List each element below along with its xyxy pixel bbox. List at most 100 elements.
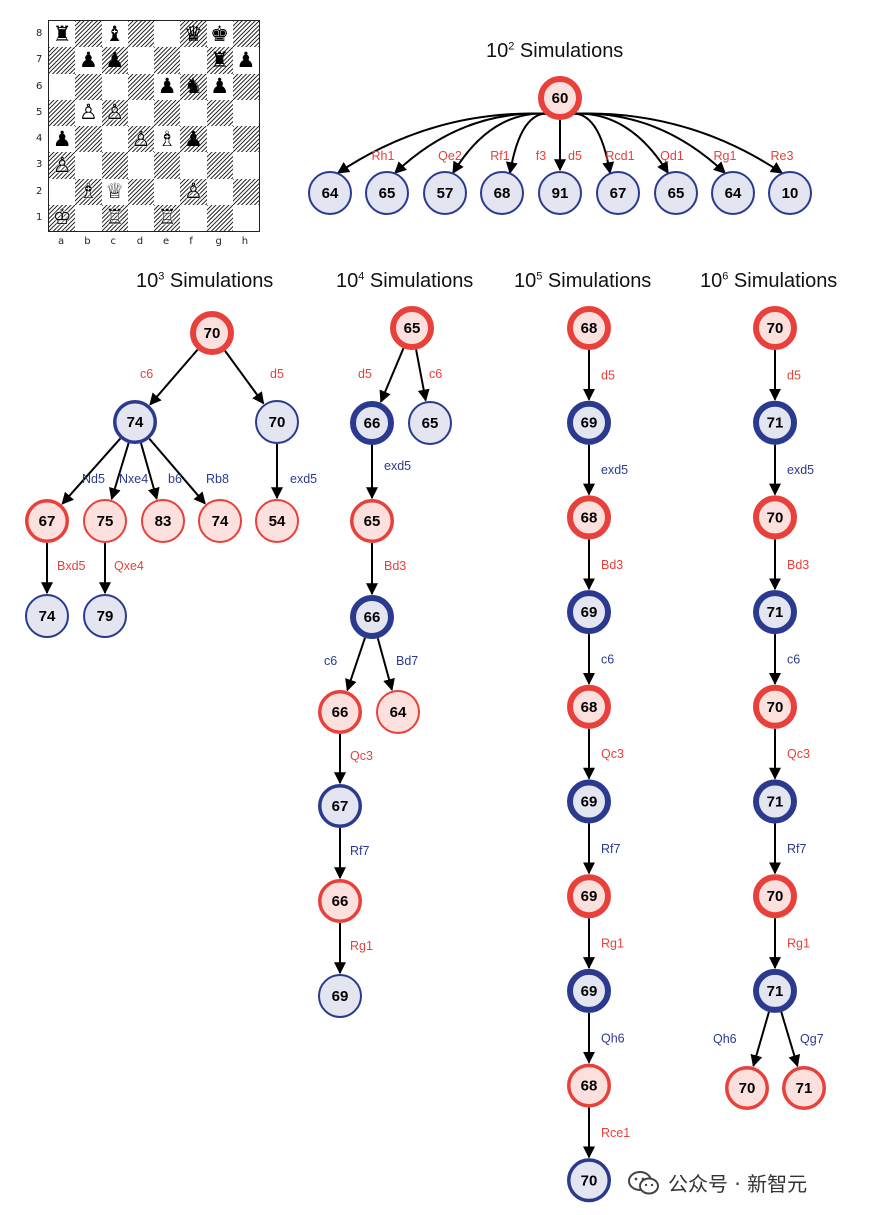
t3-edge-Nxe4: [109, 442, 130, 501]
t2-node-5-value: 67: [610, 185, 627, 202]
square-h6: [232, 73, 259, 100]
t3-edge-d5: [224, 350, 265, 405]
t6-node-6: 71: [753, 968, 797, 1013]
title-10-5-simulations: 105 Simulations: [514, 270, 652, 292]
square-c7: [101, 47, 128, 74]
t5-move-0: d5: [601, 368, 615, 382]
t3-node-exd5: 54: [255, 499, 299, 543]
t6-leaf-0: 70: [725, 1066, 769, 1110]
piece-g8: ♚: [210, 21, 230, 46]
t4-node-c6: 65: [408, 401, 452, 445]
t5-move-2: Bd3: [601, 558, 623, 572]
t5-move-8: Rce1: [601, 1126, 630, 1140]
rank-label-1: 1: [36, 211, 43, 223]
t2-node-8: 10: [768, 171, 812, 215]
t3-node-d5-circle: [255, 400, 299, 444]
t4-node-rf7: 66: [318, 879, 362, 923]
t2-node-8-circle: [768, 171, 812, 215]
square-d4: [127, 126, 154, 153]
t5-move-5: Rf7: [601, 842, 621, 856]
t4-node-exd5-circle: [350, 499, 394, 543]
t5-move-3: c6: [601, 652, 614, 666]
t2-node-7-circle: [711, 171, 755, 215]
t6-node-5: 70: [753, 874, 797, 919]
t3-node-Nxe4: 75: [83, 499, 127, 543]
t2-node-0-circle: [308, 171, 352, 215]
square-c5: [101, 99, 128, 126]
t5-node-7-value: 68: [581, 1078, 598, 1095]
t6-leaf-1: 71: [782, 1066, 826, 1110]
t2-edge-3: [505, 112, 553, 175]
t2-node-7: 64: [711, 171, 755, 215]
t2-edge-8: [567, 112, 783, 174]
wechat-icon: [628, 1170, 660, 1196]
t2-move-8: Re3: [771, 149, 794, 163]
t2-move-4: d5: [568, 149, 582, 163]
t6-node-0: 71: [753, 400, 797, 445]
t5-node-3-value: 68: [581, 699, 598, 716]
square-a3: [49, 152, 76, 179]
t5-node-0-circle: [567, 400, 611, 445]
t2-root-circle: [538, 76, 582, 120]
square-g3: [206, 152, 233, 179]
t5-node-6: 69: [567, 968, 611, 1013]
piece-h7: ♟: [236, 47, 256, 72]
t2-move-5: Rcd1: [605, 149, 634, 163]
square-g7: [206, 47, 233, 74]
t3-edge-c6: [149, 348, 199, 406]
t3-node-d5-value: 70: [269, 414, 286, 431]
rank-label-7: 7: [36, 54, 43, 66]
square-a1: [49, 204, 76, 231]
t5-node-5-value: 69: [581, 888, 598, 905]
t5-node-2-circle: [567, 590, 611, 635]
square-h2: [232, 178, 259, 205]
t6-node-1-value: 70: [767, 509, 784, 526]
t3-node-qxe4-circle: [83, 594, 127, 638]
t2-node-5: 67: [596, 171, 640, 215]
t3-node-Rb8: 74: [198, 499, 242, 543]
piece-a1: ♔: [52, 205, 72, 230]
file-label-g: g: [215, 236, 222, 247]
t3-root-value: 70: [204, 325, 221, 342]
t2-root-value: 60: [552, 90, 569, 107]
square-g5: [206, 99, 233, 126]
t5-node-8-circle: [567, 1158, 611, 1203]
t4-node-bd7-value: 64: [390, 704, 407, 721]
rank-label-6: 6: [36, 80, 43, 92]
t3-root-circle: [190, 311, 234, 355]
t3-node-Nd5-circle: [25, 499, 69, 543]
t2-node-8-value: 10: [782, 185, 799, 202]
t5-node-0: 69: [567, 400, 611, 445]
t5-node-1-circle: [567, 495, 611, 540]
t2-node-2-circle: [423, 171, 467, 215]
square-f6: [180, 73, 207, 100]
square-h4: [232, 126, 259, 153]
t3-node-b6-value: 83: [155, 513, 172, 530]
t5-node-3: 68: [567, 684, 611, 729]
t5-node-4-circle: [567, 779, 611, 824]
t3-move-b6: b6: [168, 472, 182, 486]
t6-node-4-circle: [753, 779, 797, 824]
t4-node-qc3-circle: [318, 784, 362, 828]
t2-node-1: 65: [365, 171, 409, 215]
square-f2: [180, 178, 207, 205]
t4-node-rf7-value: 66: [332, 893, 349, 910]
t3-node-bxd5-circle: [25, 594, 69, 638]
t2-node-2: 57: [423, 171, 467, 215]
t5-node-8-value: 70: [581, 1172, 598, 1189]
t3-move-c6: c6: [140, 367, 153, 381]
t4-move-rf7: Rf7: [350, 844, 370, 858]
t5-node-5: 69: [567, 874, 611, 919]
t6-node-2: 71: [753, 590, 797, 635]
t4-edge-bd7: [376, 637, 395, 691]
t3-node-c6-circle: [113, 400, 157, 444]
t4-node-c6-value: 65: [422, 415, 439, 432]
t4-node-exd5: 65: [350, 499, 394, 543]
square-d8: [127, 21, 154, 48]
t6-node-1-circle: [753, 495, 797, 540]
t6-node-3: 70: [753, 684, 797, 729]
piece-a4: ♟: [52, 126, 72, 151]
t4-node-rg1: 69: [318, 974, 362, 1018]
t6-node-6-circle: [753, 968, 797, 1013]
